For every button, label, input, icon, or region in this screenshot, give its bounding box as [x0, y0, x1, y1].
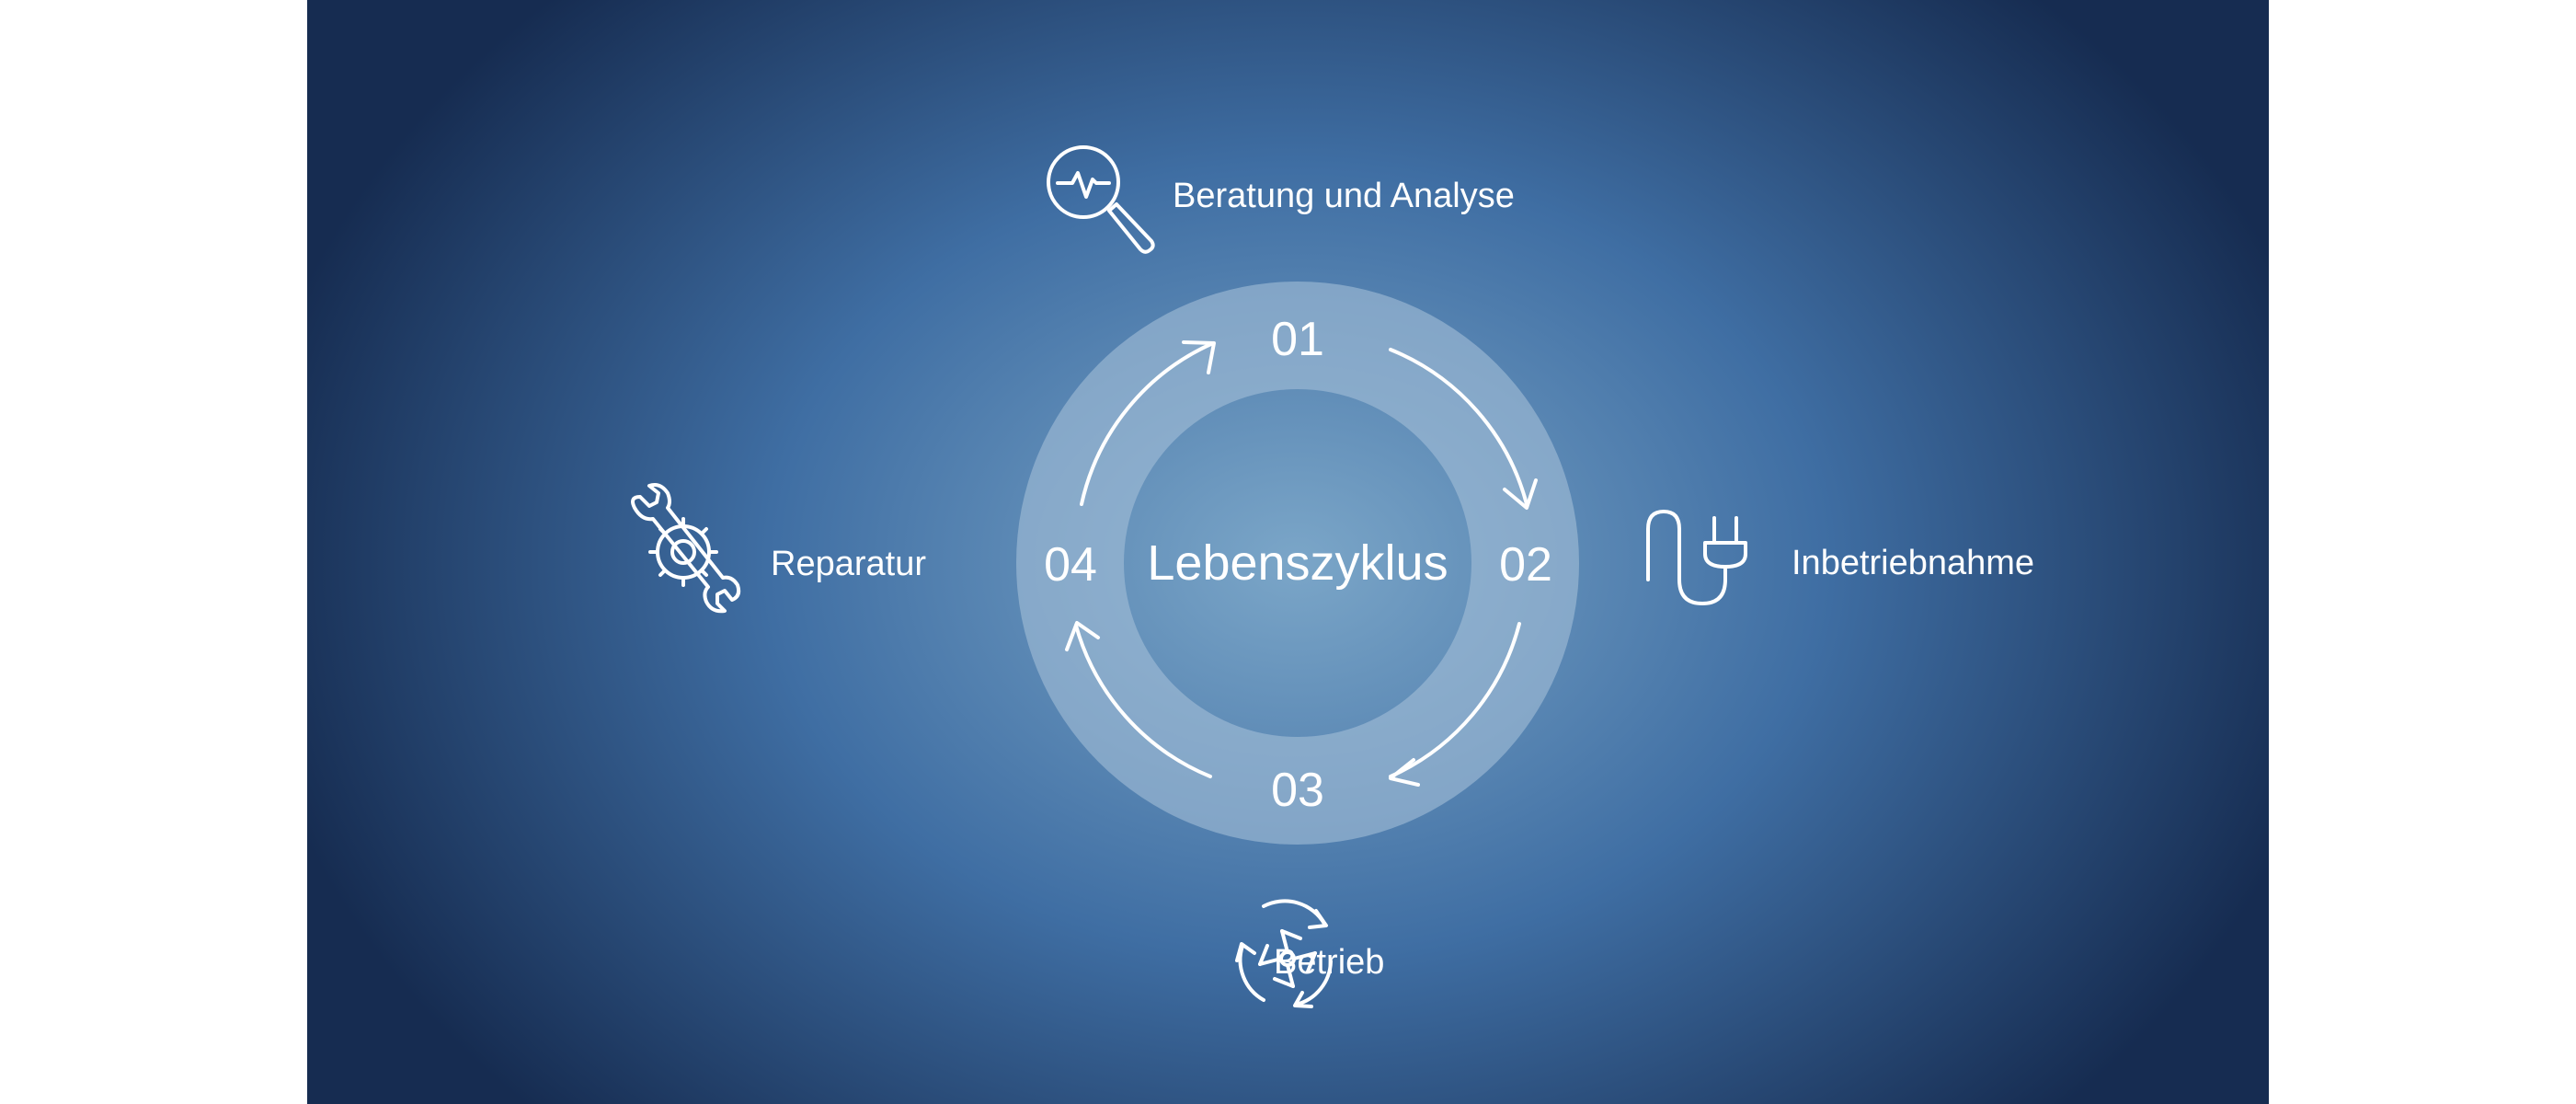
cycle-arrows	[1065, 340, 1538, 787]
step-label-04: Reparatur	[771, 545, 926, 583]
arrow-04-to-01	[1080, 340, 1216, 506]
center-title: Lebenszyklus	[1147, 535, 1448, 591]
step-number-03: 03	[1271, 764, 1324, 817]
step-label-01: Beratung und Analyse	[1173, 177, 1515, 215]
fan-cycle-icon	[1235, 899, 1333, 1008]
wrench-gear-icon	[631, 483, 741, 614]
step-number-02: 02	[1499, 538, 1552, 592]
magnifier-pulse-icon	[1047, 145, 1155, 254]
arrow-02-to-03	[1389, 622, 1521, 787]
arrow-03-to-04	[1065, 621, 1212, 778]
arrow-01-to-02	[1389, 348, 1538, 510]
lifecycle-panel: 01 02 03 04 Lebenszyklus Beratung und An…	[307, 0, 2269, 1104]
lifecycle-ring	[307, 0, 2269, 1104]
plug-icon	[1646, 510, 1747, 605]
step-label-02: Inbetriebnahme	[1792, 544, 2034, 582]
step-number-04: 04	[1044, 538, 1097, 592]
lifecycle-diagram: 01 02 03 04 Lebenszyklus Beratung und An…	[307, 0, 2269, 1104]
step-number-01: 01	[1271, 313, 1324, 366]
